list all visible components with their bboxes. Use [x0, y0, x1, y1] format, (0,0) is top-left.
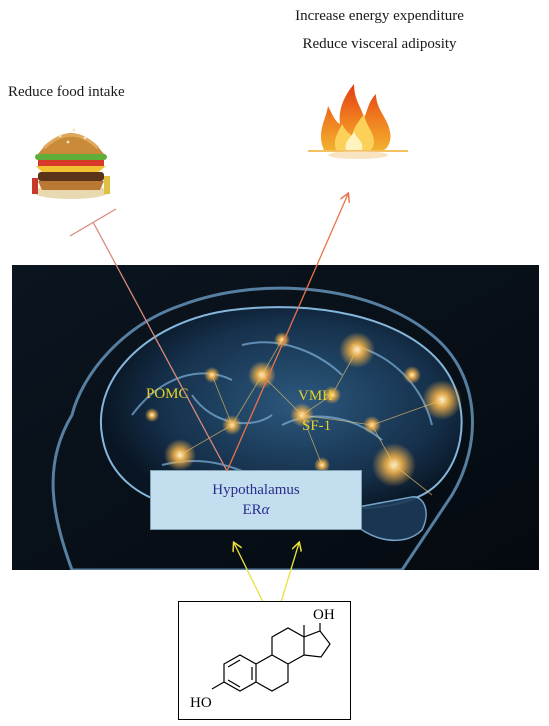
- vmh-label: VMH: [298, 388, 334, 404]
- oh-top-label: OH: [313, 607, 335, 623]
- pomc-label: POMC: [146, 386, 189, 402]
- estradiol-structure: OH HO: [190, 607, 335, 711]
- receptor-symbol: α: [261, 502, 270, 518]
- estrogen-arrow-left: [234, 543, 269, 613]
- inhibit-line: [92, 221, 228, 472]
- sf1-label: SF-1: [302, 418, 332, 434]
- energy-expenditure-label: Increase energy expenditure: [295, 8, 464, 24]
- hamburger-icon: [32, 128, 110, 199]
- ho-bottom-label: HO: [190, 695, 212, 711]
- receptor-prefix: ER: [242, 502, 262, 518]
- flame-icon: [308, 84, 408, 159]
- compound-box: [178, 601, 351, 720]
- activate-arrow: [226, 194, 348, 472]
- estrogen-arrow-right: [277, 543, 299, 613]
- food-intake-label: Reduce food intake: [8, 84, 125, 100]
- visceral-adiposity-label: Reduce visceral adiposity: [302, 36, 457, 52]
- receptor-label: ERα: [151, 500, 361, 520]
- hypothalamus-title: Hypothalamus: [212, 482, 300, 498]
- inhibit-bar: [69, 208, 117, 237]
- hypothalamus-box: Hypothalamus ERα: [150, 470, 362, 530]
